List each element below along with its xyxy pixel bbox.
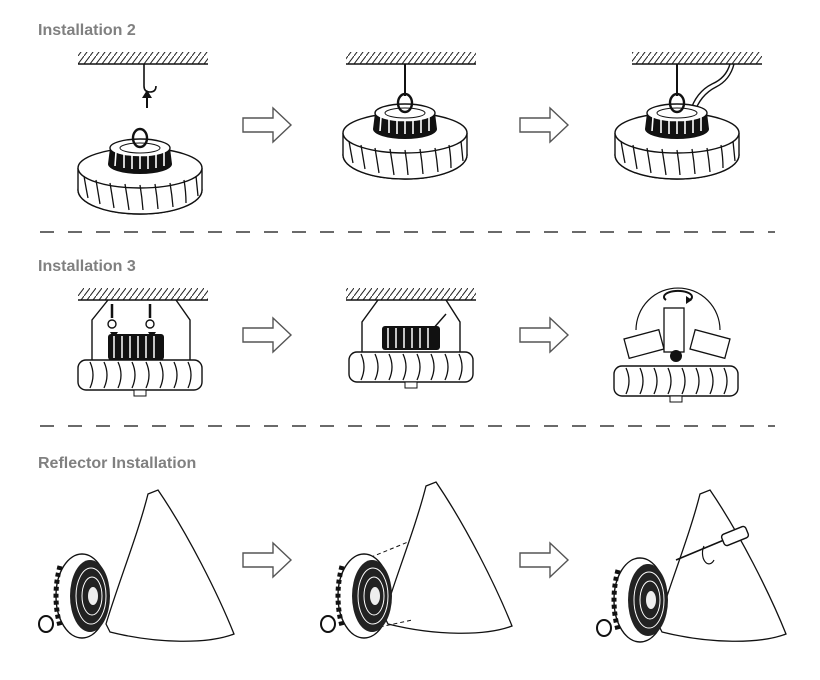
install3-step2 <box>346 288 476 389</box>
install3-step3 <box>613 287 739 403</box>
arrow-right-icon <box>242 107 292 143</box>
arrow-right-icon <box>242 542 292 578</box>
section-title-reflector-installation: Reflector Installation <box>38 455 197 472</box>
section-title-installation-3: Installation 3 <box>38 258 136 275</box>
arrow-right-icon <box>519 317 569 353</box>
reflector-step3 <box>597 489 787 642</box>
arrow-right-icon <box>519 107 569 143</box>
install2-step1 <box>76 52 208 216</box>
reflector-step1 <box>39 489 235 642</box>
install2-step3 <box>613 52 762 181</box>
reflector-step2 <box>321 481 513 638</box>
section-title-installation-2: Installation 2 <box>38 22 136 39</box>
arrow-right-icon <box>519 542 569 578</box>
arrow-right-icon <box>242 317 292 353</box>
install2-step2 <box>341 52 476 181</box>
install3-step1 <box>77 288 208 397</box>
